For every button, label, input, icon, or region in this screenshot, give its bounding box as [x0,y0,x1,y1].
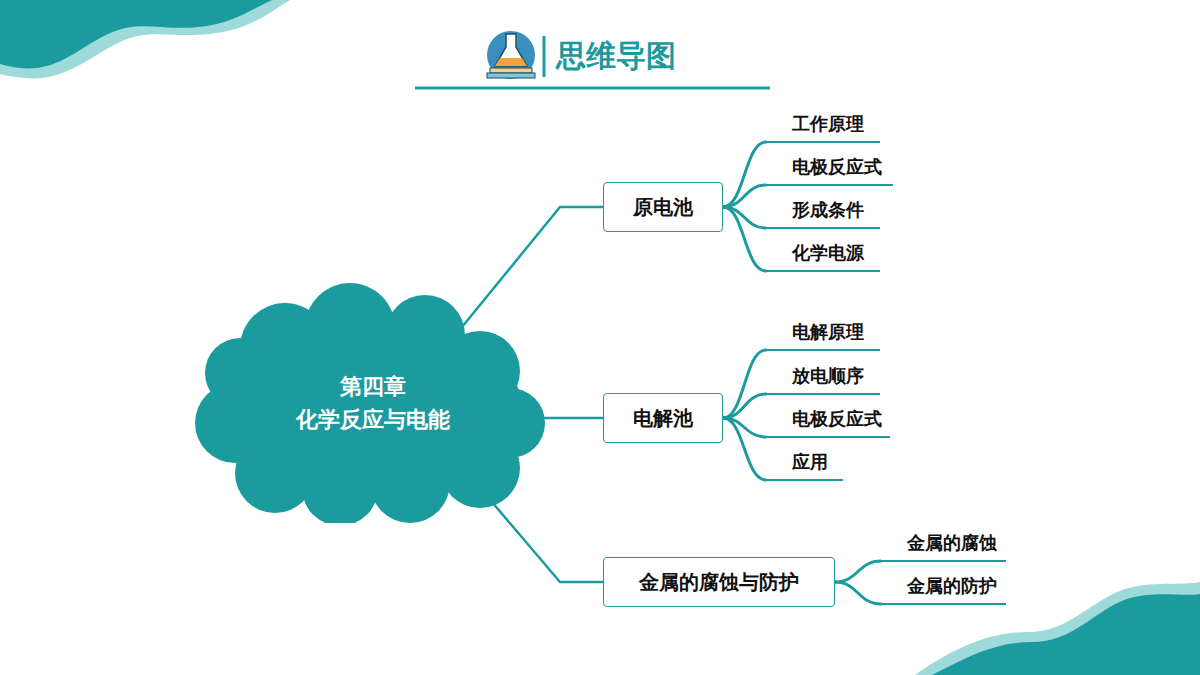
branch-line [835,561,881,582]
node-text: 原电池 [632,194,694,220]
subtopic-label: 金属的腐蚀 [880,531,1006,562]
subtopic-label: 应用 [765,450,843,481]
node-text: 第四章 化学反应与电能 [285,370,460,436]
subtopic-label: 形成条件 [765,198,880,229]
corner-blob [915,582,1200,675]
branch-line [723,142,766,207]
node-text: 放电顺序 [792,364,872,387]
subtopic-label: 化学电源 [765,241,880,272]
subtopic-label: 工作原理 [765,112,880,143]
branch-line [723,207,766,271]
node-text: 工作原理 [792,112,872,135]
node-text: 形成条件 [792,198,872,221]
corner-blob [0,0,272,68]
title-bar [543,36,546,77]
branch-line [835,582,881,604]
branch-line [486,495,603,582]
chapter-cloud: 第四章 化学反应与电能 [190,283,555,523]
node-text: 电解池 [632,405,694,431]
subtopic-label: 电解原理 [765,320,880,351]
cloud-shape [190,283,555,523]
node-text: 电极反应式 [792,407,882,430]
topic-box: 原电池 [603,182,723,232]
node-text: 金属的腐蚀 [907,531,998,554]
topic-box: 金属的腐蚀与防护 [603,557,835,607]
branch-line [462,207,603,327]
subtopic-label: 金属的防护 [880,574,1006,605]
node-text: 电极反应式 [792,155,885,178]
subtopic-label: 放电顺序 [765,364,880,395]
node-text: 金属的防护 [907,574,998,597]
branch-line [723,418,766,480]
subtopic-label: 电极反应式 [765,155,893,186]
node-text: 应用 [792,450,835,473]
branch-line [723,394,766,418]
topic-box: 电解池 [603,393,723,443]
node-text: 电解原理 [792,320,872,343]
node-text: 金属的腐蚀与防护 [632,569,806,595]
flask-icon [487,31,535,79]
diagram-title: 思维导图 [556,36,676,75]
corner-blob [932,594,1200,675]
branch-line [545,417,603,420]
corner-blob [0,0,290,78]
node-text: 化学电源 [792,241,872,264]
branch-line [723,185,766,207]
subtopic-label: 电极反应式 [765,407,890,438]
title-rule [415,87,770,90]
branch-line [723,350,766,418]
